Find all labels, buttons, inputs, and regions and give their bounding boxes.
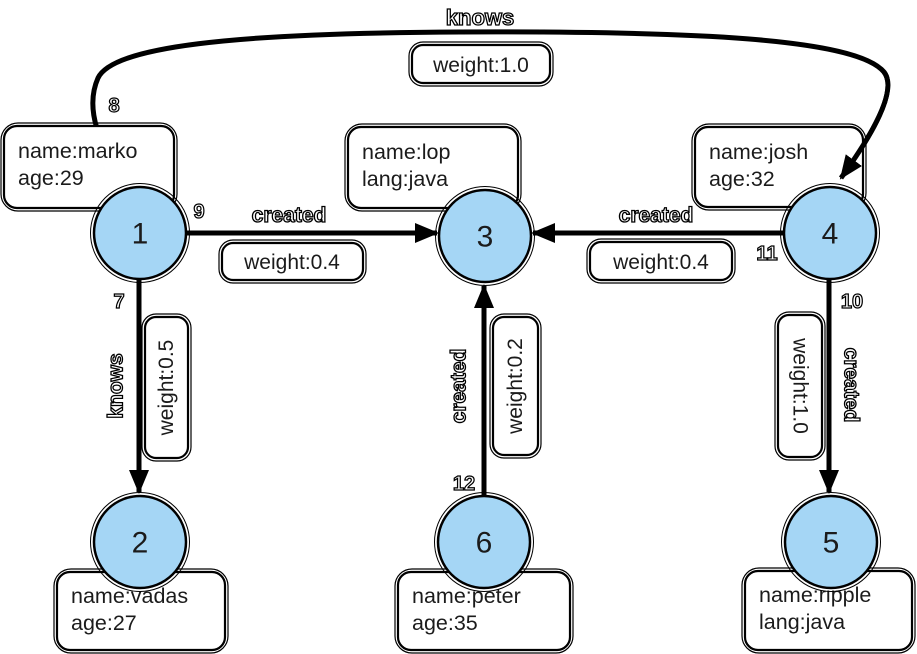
edge-8-label: knows	[446, 5, 514, 30]
vertex-6-properties-box: name:peter age:35	[394, 568, 574, 654]
vertex-4-prop-age: age:32	[709, 167, 775, 191]
edge-8-arrow-tail	[838, 70, 891, 180]
edge-11-label: created	[619, 204, 694, 227]
edge-8-weight-text: weight:1.0	[432, 54, 529, 77]
vertex-4: 4	[780, 183, 880, 283]
edge-11-weight-box: weight:0.4	[586, 238, 736, 284]
edge-9-label: created	[252, 204, 327, 227]
edge-10-label: created	[840, 348, 863, 423]
vertex-6-number: 6	[476, 527, 493, 560]
vertex-5-prop-name: name:ripple	[759, 583, 871, 607]
vertex-5-prop-lang: lang:java	[759, 610, 845, 634]
vertex-3: 3	[435, 186, 535, 286]
vertex-4-prop-name: name:josh	[709, 140, 808, 164]
edge-10-number: 10	[841, 291, 863, 313]
edge-7-number: 7	[113, 291, 124, 313]
vertex-1-prop-age: age:29	[18, 166, 84, 190]
edge-7-label: knows	[105, 353, 128, 418]
edge-7-weight-box: weight:0.5	[141, 313, 192, 462]
vertex-6: 6	[434, 492, 534, 592]
edge-10-weight-box: weight:1.0	[774, 311, 826, 461]
vertex-2-number: 2	[132, 527, 149, 560]
vertex-3-prop-name: name:lop	[362, 140, 450, 164]
vertex-1: 1	[90, 183, 190, 283]
edge-12-number: 12	[453, 473, 475, 495]
edge-9-weight-box: weight:0.4	[218, 239, 367, 284]
vertex-1-prop-name: name:marko	[18, 139, 138, 163]
vertex-2: 2	[90, 492, 190, 592]
edge-7-weight-text: weight:0.5	[155, 340, 178, 437]
vertex-5-number: 5	[823, 527, 840, 560]
edge-11-number: 11	[756, 243, 777, 265]
vertex-2-prop-age: age:27	[71, 611, 137, 635]
edge-10-weight-text: weight:1.0	[789, 337, 812, 434]
edge-11-weight-text: weight:0.4	[612, 251, 709, 274]
edge-9-weight-text: weight:0.4	[243, 251, 340, 274]
vertex-6-prop-age: age:35	[412, 611, 478, 635]
edge-12-label: created	[448, 349, 471, 424]
edge-12-weight-box: weight:0.2	[489, 313, 542, 459]
vertex-1-number: 1	[132, 218, 149, 251]
edge-12-weight-text: weight:0.2	[504, 338, 527, 435]
vertex-3-prop-lang: lang:java	[362, 167, 448, 191]
vertex-4-number: 4	[822, 218, 839, 251]
vertex-3-number: 3	[477, 221, 494, 254]
vertex-2-properties-box: name:vadas age:27	[53, 568, 229, 654]
edge-9-number: 9	[193, 201, 204, 223]
vertex-5: 5	[781, 492, 881, 592]
edge-8-weight-box: weight:1.0	[408, 41, 554, 87]
edge-8-number: 8	[108, 95, 119, 117]
